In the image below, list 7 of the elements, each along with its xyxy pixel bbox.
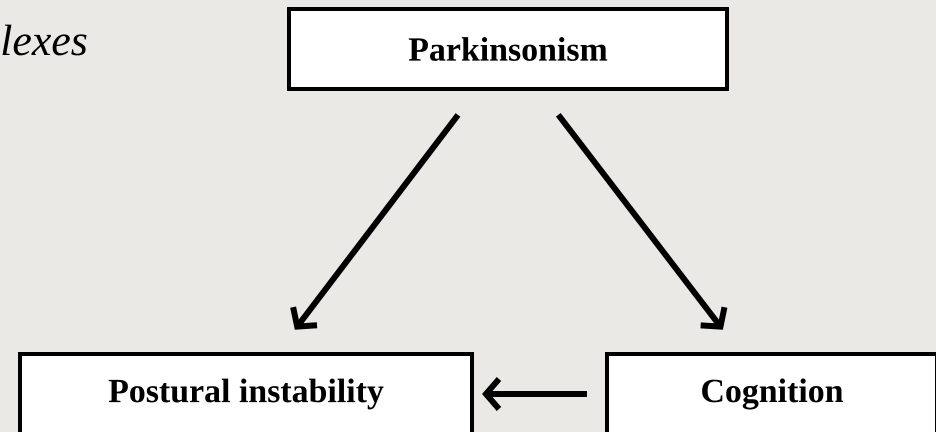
- arrow: [290, 113, 460, 330]
- process-box: Postural instability: [18, 352, 474, 432]
- arrow: [556, 113, 728, 330]
- text-label: lexes: [2, 24, 87, 56]
- process-box: Cognition: [605, 352, 936, 432]
- arrow: [482, 377, 587, 411]
- process-box: Parkinsonism: [287, 7, 729, 91]
